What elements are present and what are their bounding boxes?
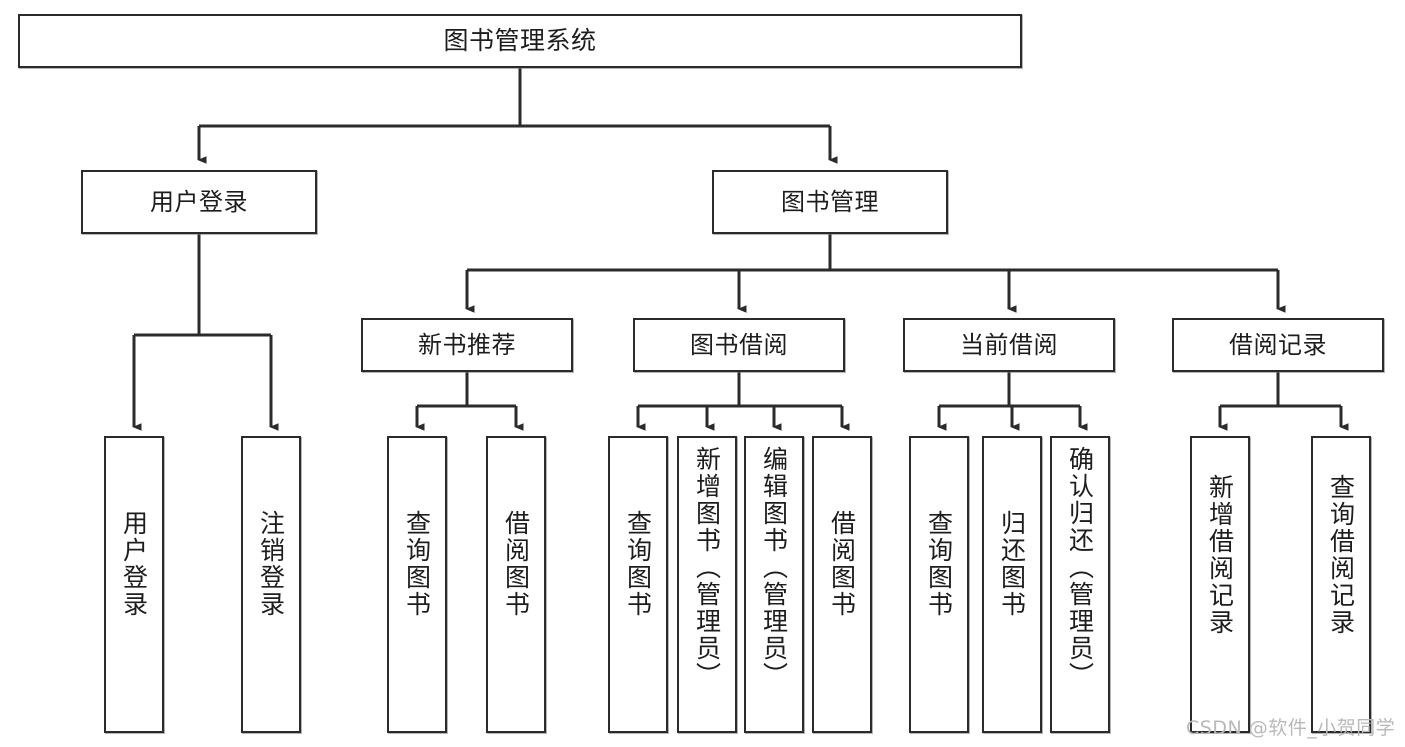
node-root-label: 图书管理系统 bbox=[443, 26, 597, 56]
node-leaf-return-book-label: 归还图书 bbox=[997, 510, 1027, 618]
node-leaf-query-borrow-record-label: 查询借阅记录 bbox=[1326, 474, 1356, 636]
node-user-login[interactable]: 用户登录 bbox=[81, 170, 317, 234]
node-leaf-edit-book-admin-label: 编辑图书（管理员） bbox=[759, 446, 789, 689]
node-borrow-record[interactable]: 借阅记录 bbox=[1172, 318, 1384, 372]
node-leaf-add-borrow-record[interactable]: 新增借阅记录 bbox=[1190, 436, 1250, 733]
node-leaf-query-book-rec[interactable]: 查询图书 bbox=[387, 436, 447, 733]
node-leaf-confirm-return-admin[interactable]: 确认归还（管理员） bbox=[1050, 436, 1110, 733]
node-leaf-borrow-book-rec-label: 借阅图书 bbox=[501, 510, 531, 618]
node-current-borrow[interactable]: 当前借阅 bbox=[903, 318, 1115, 372]
node-leaf-user-login[interactable]: 用户登录 bbox=[104, 436, 164, 733]
node-leaf-confirm-return-admin-label: 确认归还（管理员） bbox=[1065, 446, 1095, 689]
node-leaf-add-book-admin[interactable]: 新增图书（管理员） bbox=[677, 436, 737, 733]
node-book-manage[interactable]: 图书管理 bbox=[712, 170, 948, 234]
node-book-borrow[interactable]: 图书借阅 bbox=[633, 318, 845, 372]
node-leaf-borrow-book[interactable]: 借阅图书 bbox=[812, 436, 872, 733]
csdn-watermark: CSDN @软件_小贺同学 bbox=[1186, 717, 1396, 739]
node-leaf-logout[interactable]: 注销登录 bbox=[241, 436, 301, 733]
node-book-borrow-label: 图书借阅 bbox=[690, 330, 788, 359]
node-leaf-return-book[interactable]: 归还图书 bbox=[982, 436, 1042, 733]
node-leaf-borrow-book-label: 借阅图书 bbox=[827, 510, 857, 618]
node-new-book-rec-label: 新书推荐 bbox=[418, 330, 516, 359]
node-root[interactable]: 图书管理系统 bbox=[18, 14, 1022, 68]
node-user-login-label: 用户登录 bbox=[150, 187, 248, 216]
node-leaf-query-book-rec-label: 查询图书 bbox=[402, 510, 432, 618]
node-current-borrow-label: 当前借阅 bbox=[960, 330, 1058, 359]
node-borrow-record-label: 借阅记录 bbox=[1229, 330, 1327, 359]
node-leaf-query-book-borrow-label: 查询图书 bbox=[623, 510, 653, 618]
node-leaf-edit-book-admin[interactable]: 编辑图书（管理员） bbox=[744, 436, 804, 733]
node-leaf-logout-label: 注销登录 bbox=[256, 510, 286, 618]
node-leaf-user-login-label: 用户登录 bbox=[119, 510, 149, 618]
node-leaf-query-book-borrow[interactable]: 查询图书 bbox=[608, 436, 668, 733]
node-book-manage-label: 图书管理 bbox=[781, 187, 879, 216]
node-leaf-borrow-book-rec[interactable]: 借阅图书 bbox=[486, 436, 546, 733]
node-new-book-rec[interactable]: 新书推荐 bbox=[361, 318, 573, 372]
node-leaf-query-book-current[interactable]: 查询图书 bbox=[909, 436, 969, 733]
node-leaf-add-borrow-record-label: 新增借阅记录 bbox=[1205, 474, 1235, 636]
node-leaf-add-book-admin-label: 新增图书（管理员） bbox=[692, 446, 722, 689]
node-leaf-query-borrow-record[interactable]: 查询借阅记录 bbox=[1311, 436, 1371, 733]
node-leaf-query-book-current-label: 查询图书 bbox=[924, 510, 954, 618]
